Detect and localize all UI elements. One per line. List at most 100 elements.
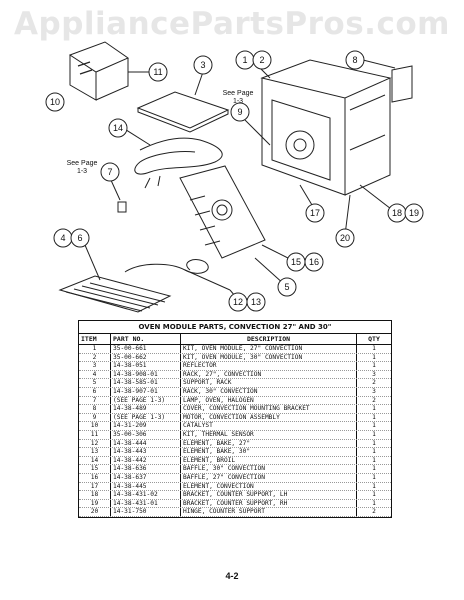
row-description: SUPPORT, RACK xyxy=(181,379,357,387)
callout-6: 6 xyxy=(70,228,90,248)
row-part-no: 14-38-637 xyxy=(111,473,181,482)
callout-7: 7 xyxy=(100,162,120,182)
row-part-no: 14-38-445 xyxy=(111,482,181,491)
svg-text:14: 14 xyxy=(113,123,123,133)
callout-10: 10 xyxy=(45,92,65,112)
callout-3: 3 xyxy=(193,55,213,75)
callout-20: 20 xyxy=(335,228,355,248)
svg-text:9: 9 xyxy=(237,107,242,117)
callout-5: 5 xyxy=(277,277,297,297)
svg-text:18: 18 xyxy=(392,208,402,218)
row-qty: 3 xyxy=(372,370,376,378)
header-qty: QTY xyxy=(368,335,380,343)
row-item: 4 xyxy=(79,370,111,379)
row-part-no: 14-38-051 xyxy=(111,362,181,370)
row-item: 17 xyxy=(79,482,111,491)
row-description: LAMP, OVEN, HALOGEN xyxy=(181,396,357,405)
row-description: RACK, 30" CONVECTION xyxy=(181,387,357,396)
header-item: ITEM xyxy=(79,334,111,344)
row-part-no: 14-38-442 xyxy=(111,456,181,465)
row-qty: 1 xyxy=(372,448,376,456)
svg-text:17: 17 xyxy=(310,208,320,218)
callout-19: 19 xyxy=(404,203,424,223)
row-part-no: 14-38-907-01 xyxy=(111,387,181,396)
table-row: 9(SEE PAGE 1-3)MOTOR, CONVECTION ASSEMBL… xyxy=(79,413,391,423)
exploded-diagram: 1 2 3 4 6 7 8 9 10 11 12 13 14 15 16 17 … xyxy=(45,41,424,313)
row-qty: 1 xyxy=(372,413,376,421)
svg-text:13: 13 xyxy=(251,297,261,307)
row-qty: 1 xyxy=(372,353,376,361)
svg-text:2: 2 xyxy=(259,55,264,65)
svg-text:10: 10 xyxy=(50,97,60,107)
row-description: ELEMENT, BAKE, 27" xyxy=(181,439,357,448)
row-part-no: 14-38-489 xyxy=(111,405,181,413)
svg-text:3: 3 xyxy=(200,60,205,70)
catalyst-part xyxy=(68,41,130,101)
row-item: 9 xyxy=(79,413,111,422)
oven-module-part xyxy=(260,59,392,196)
row-item: 6 xyxy=(79,387,111,396)
row-qty: 1 xyxy=(372,362,376,370)
callout-15: 15 xyxy=(286,252,306,272)
row-item: 8 xyxy=(79,405,111,413)
row-qty: 1 xyxy=(372,482,376,490)
row-part-no: 14-38-444 xyxy=(111,439,181,448)
row-qty: 1 xyxy=(372,345,376,352)
row-qty: 1 xyxy=(372,491,376,499)
row-qty: 2 xyxy=(372,379,376,387)
row-part-no: 35-00-661 xyxy=(111,345,181,353)
bake-element-part xyxy=(124,259,231,291)
row-description: BAFFLE, 27" CONVECTION xyxy=(181,473,357,482)
row-qty: 1 xyxy=(372,439,376,447)
callout-9: 9 xyxy=(230,102,250,122)
row-description: COVER, CONVECTION MOUNTING BRACKET xyxy=(181,405,357,413)
callout-13: 13 xyxy=(246,292,266,312)
callout-8: 8 xyxy=(345,50,365,70)
row-part-no: 14-38-431-01 xyxy=(111,499,181,508)
svg-text:12: 12 xyxy=(233,297,243,307)
row-part-no: 35-00-662 xyxy=(111,353,181,362)
svg-text:8: 8 xyxy=(352,55,357,65)
row-qty: 2 xyxy=(372,508,376,516)
row-description: KIT, OVEN MODULE, 30" CONVECTION xyxy=(181,353,357,362)
table-title: OVEN MODULE PARTS, CONVECTION 27" AND 30… xyxy=(79,321,391,334)
lamp-part xyxy=(117,201,127,213)
row-part-no: 14-38-636 xyxy=(111,465,181,473)
row-part-no: 14-31-750 xyxy=(111,508,181,516)
row-description: KIT, THERMAL SENSOR xyxy=(181,430,357,439)
header-description: DESCRIPTION xyxy=(181,334,357,344)
row-description: CATALYST xyxy=(181,422,357,430)
row-description: ELEMENT, CONVECTION xyxy=(181,482,357,491)
svg-text:15: 15 xyxy=(291,257,301,267)
row-qty: 1 xyxy=(372,465,376,473)
svg-text:7: 7 xyxy=(107,167,112,177)
row-description: ELEMENT, BROIL xyxy=(181,456,357,465)
row-description: BAFFLE, 30" CONVECTION xyxy=(181,465,357,473)
row-description: REFLECTOR xyxy=(181,362,357,370)
row-item: 12 xyxy=(79,439,111,448)
row-part-no: 14-31-209 xyxy=(111,422,181,430)
row-part-no: 14-38-443 xyxy=(111,448,181,456)
row-item: 10 xyxy=(79,422,111,430)
page-number: 4-2 xyxy=(225,571,239,581)
row-item: 14 xyxy=(79,456,111,465)
row-item: 15 xyxy=(79,465,111,473)
row-item: 1 xyxy=(79,345,111,353)
callout-1: 1 xyxy=(235,50,255,70)
svg-text:19: 19 xyxy=(409,208,419,218)
svg-text:4: 4 xyxy=(60,233,65,243)
callout-12: 12 xyxy=(228,292,248,312)
svg-text:5: 5 xyxy=(284,282,289,292)
